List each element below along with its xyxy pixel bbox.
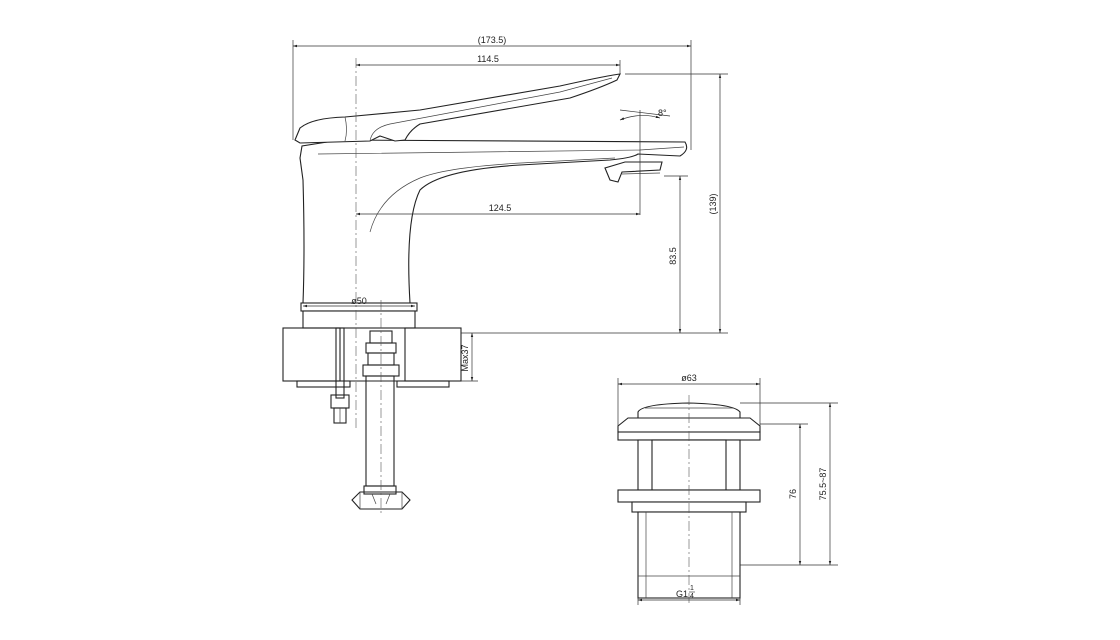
label-total-length: (173.5) bbox=[478, 35, 507, 45]
label-total-height: (139) bbox=[708, 193, 718, 214]
label-drain-height: 76 bbox=[788, 489, 798, 499]
spout-inner-curve bbox=[369, 157, 616, 233]
label-angle: 8° bbox=[658, 108, 667, 118]
dimension-base-diameter: ø50 bbox=[303, 296, 415, 308]
label-drain-thread-den: 4 bbox=[690, 593, 694, 600]
dimension-total-height: (139) bbox=[461, 73, 728, 334]
label-spout-height: 83.5 bbox=[668, 247, 678, 265]
drain-drawing: ø63 76 75.5~87 G1 1 4 bbox=[617, 373, 838, 605]
label-drain-height-range: 75.5~87 bbox=[818, 468, 828, 501]
mounting-stud bbox=[330, 327, 350, 424]
dimension-max-thickness: Max37 bbox=[460, 333, 478, 382]
label-drain-thread: G1 bbox=[676, 589, 688, 599]
faucet-drawing: (173.5) 114.5 8° 124.5 (139) bbox=[282, 35, 728, 515]
label-drain-diameter: ø63 bbox=[681, 373, 697, 383]
dimension-spout-height: 83.5 bbox=[664, 175, 688, 333]
faucet-spout bbox=[299, 139, 688, 304]
dimension-drain-thread: G1 1 4 bbox=[637, 585, 741, 605]
label-handle-length: 114.5 bbox=[477, 54, 499, 64]
dimension-total-length: (173.5) bbox=[292, 35, 692, 150]
label-max-thickness: Max37 bbox=[460, 344, 470, 371]
dimension-handle-length: 114.5 bbox=[356, 54, 621, 74]
dimension-spout-reach: 124.5 bbox=[356, 203, 640, 216]
dimension-drain-height-range: 75.5~87 bbox=[740, 402, 838, 566]
dimension-drain-diameter: ø63 bbox=[617, 373, 761, 426]
aerator bbox=[604, 161, 663, 183]
label-spout-reach: 124.5 bbox=[489, 203, 512, 213]
dimension-drain-height: 76 bbox=[740, 423, 808, 566]
label-drain-thread-num: 1 bbox=[690, 585, 694, 592]
drain-cap bbox=[637, 402, 741, 419]
countertop-section bbox=[282, 327, 462, 388]
lever-handle bbox=[294, 73, 621, 144]
dimension-angle: 8° bbox=[619, 108, 671, 215]
label-base-diameter: ø50 bbox=[351, 296, 367, 306]
